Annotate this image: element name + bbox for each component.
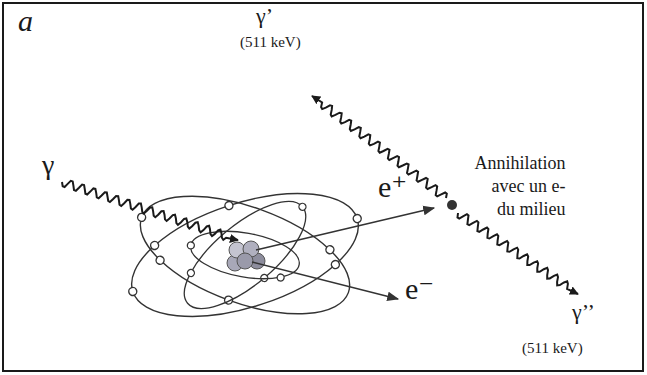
particle-label: e⁻ <box>405 272 434 305</box>
nucleus <box>227 241 265 271</box>
energy-label: (511 keV) <box>240 34 301 51</box>
annihilation-note: Annihilation avec un e- du milieu <box>470 152 566 221</box>
photon-label: γ <box>42 150 54 181</box>
panel-letter: a <box>18 4 33 37</box>
positron-track <box>256 208 434 250</box>
atom <box>112 164 377 342</box>
particle-label: e⁺ <box>378 170 407 203</box>
photon-label: γ’ <box>256 4 273 28</box>
frame <box>3 3 643 371</box>
photon-label: γ’’ <box>572 300 595 324</box>
energy-label: (511 keV) <box>522 340 583 357</box>
annihilation-point <box>447 200 457 210</box>
electron-track <box>252 262 398 299</box>
incident-photon-wave <box>62 181 238 240</box>
photon-wave <box>458 213 579 294</box>
